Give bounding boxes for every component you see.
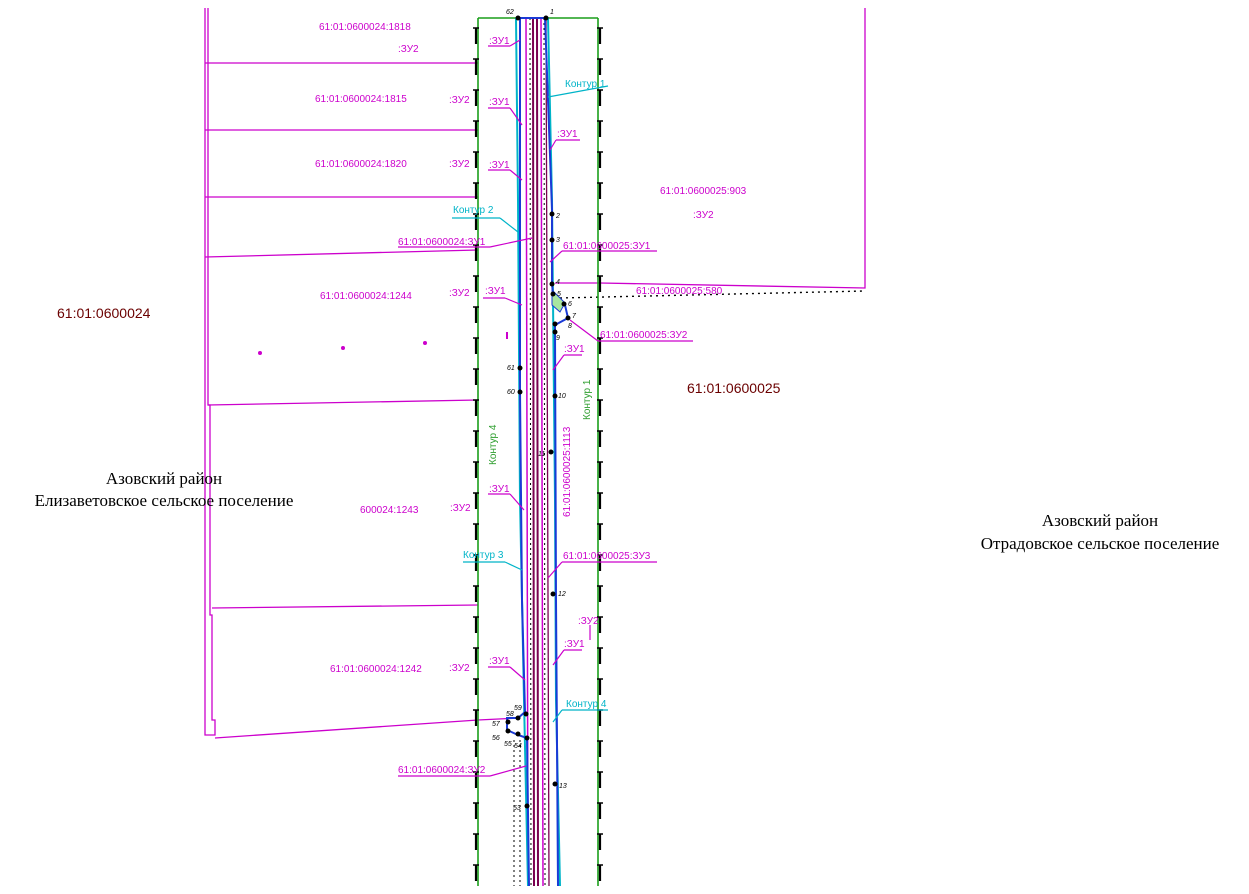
pt-62: 62 xyxy=(506,9,514,16)
pt-3: 3 xyxy=(556,237,560,244)
label-24zu1: 61:01:0600024:ЗУ1 xyxy=(398,237,486,248)
label-580: 61:01:0600025:580 xyxy=(636,286,723,297)
pt-13: 13 xyxy=(559,783,567,790)
label-zu2-e: :ЗУ2 xyxy=(450,503,471,514)
survey-points xyxy=(505,15,571,809)
label-1818: 61:01:0600024:1818 xyxy=(319,22,411,33)
pt-57: 57 xyxy=(492,721,501,728)
point-numbers: 62 1 2 3 4 5 6 7 8 9 10 11 12 13 61 60 5… xyxy=(492,9,577,812)
pt-12: 12 xyxy=(558,591,566,598)
label-zu1-b: :ЗУ1 xyxy=(489,97,510,108)
road-lines xyxy=(525,17,550,887)
label-903: 61:01:0600025:903 xyxy=(660,186,747,197)
district-right-line1: Азовский район xyxy=(1042,511,1158,530)
leader-lines xyxy=(398,39,693,777)
zu2-area xyxy=(551,288,566,313)
label-kontur-1-top: Контур 1 xyxy=(565,79,606,90)
pt-55: 55 xyxy=(504,741,512,748)
label-1243: 600024:1243 xyxy=(360,505,419,516)
label-25zu3: 61:01:0600025:ЗУ3 xyxy=(563,551,651,562)
pt-2: 2 xyxy=(555,213,560,220)
label-1242: 61:01:0600024:1242 xyxy=(330,664,422,675)
pt-5: 5 xyxy=(557,291,561,298)
pt-59: 59 xyxy=(514,705,522,712)
survey-dots xyxy=(258,332,508,355)
pt-1: 1 xyxy=(550,9,554,16)
label-1244: 61:01:0600024:1244 xyxy=(320,291,412,302)
pt-11: 11 xyxy=(538,451,545,458)
pt-4: 4 xyxy=(556,279,560,286)
quarter-label-right: 61:01:0600025 xyxy=(687,380,781,396)
label-zu2-h: :ЗУ2 xyxy=(578,616,599,627)
label-kontur-3: Контур 3 xyxy=(463,550,504,561)
left-parcel-boundaries xyxy=(204,8,521,739)
label-zu2-a: :ЗУ2 xyxy=(398,44,419,55)
zone-hatches-right xyxy=(597,27,603,881)
label-zu2-f: :ЗУ2 xyxy=(449,663,470,674)
zone-hatches-left xyxy=(473,27,479,881)
pt-9: 9 xyxy=(556,335,560,342)
district-left-line1: Азовский район xyxy=(106,469,222,488)
label-zu2-b: :ЗУ2 xyxy=(449,95,470,106)
label-zu2-g: :ЗУ2 xyxy=(693,210,714,221)
pt-8: 8 xyxy=(568,323,572,330)
pt-60: 60 xyxy=(507,389,515,396)
pt-56: 56 xyxy=(492,735,500,742)
label-zu1-d: :ЗУ1 xyxy=(485,286,506,297)
label-25zu1: 61:01:0600025:ЗУ1 xyxy=(563,241,651,252)
label-24zu2: 61:01:0600024:ЗУ2 xyxy=(398,765,486,776)
district-right-line2: Отрадовское сельское поселение xyxy=(981,534,1220,553)
parcel-labels: 61:01:0600024:1818 :ЗУ2 :ЗУ1 61:01:06000… xyxy=(315,22,747,776)
contour-labels: Контур 1 Контур 2 Контур 3 Контур 4 Конт… xyxy=(453,79,607,710)
contour-leaders xyxy=(452,85,609,723)
label-zu1-f: :ЗУ1 xyxy=(489,656,510,667)
label-zu1-c: :ЗУ1 xyxy=(489,160,510,171)
label-kontur-4-cyan: Контур 4 xyxy=(566,699,607,710)
pt-53: 53 xyxy=(513,805,521,812)
pt-10: 10 xyxy=(558,393,566,400)
label-zu1-i: :ЗУ1 xyxy=(564,639,585,650)
label-1815: 61:01:0600024:1815 xyxy=(315,94,407,105)
pt-61: 61 xyxy=(507,365,515,372)
label-1113: 61:01:0600025:1113 xyxy=(562,426,573,517)
label-zu2-d: :ЗУ2 xyxy=(449,288,470,299)
pt-6: 6 xyxy=(568,301,572,308)
quarter-label-left: 61:01:0600024 xyxy=(57,305,151,321)
label-zu2-c: :ЗУ2 xyxy=(449,159,470,170)
label-zu1-e: :ЗУ1 xyxy=(489,484,510,495)
right-parcel-boundaries xyxy=(555,8,866,289)
pt-54: 54 xyxy=(514,743,522,750)
district-left-line2: Елизаветовское сельское поселение xyxy=(35,491,294,510)
label-25zu2: 61:01:0600025:ЗУ2 xyxy=(600,330,688,341)
label-zu1-h: :ЗУ1 xyxy=(564,344,585,355)
label-kontur-2: Контур 2 xyxy=(453,205,494,216)
pt-58: 58 xyxy=(506,711,514,718)
label-zu1-g: :ЗУ1 xyxy=(557,129,578,140)
label-1820: 61:01:0600024:1820 xyxy=(315,159,407,170)
label-zu1-a: :ЗУ1 xyxy=(489,36,510,47)
label-kontur-1-green: Контур 1 xyxy=(582,379,593,420)
pt-7: 7 xyxy=(572,313,577,320)
label-kontur-4-green: Контур 4 xyxy=(488,424,499,465)
